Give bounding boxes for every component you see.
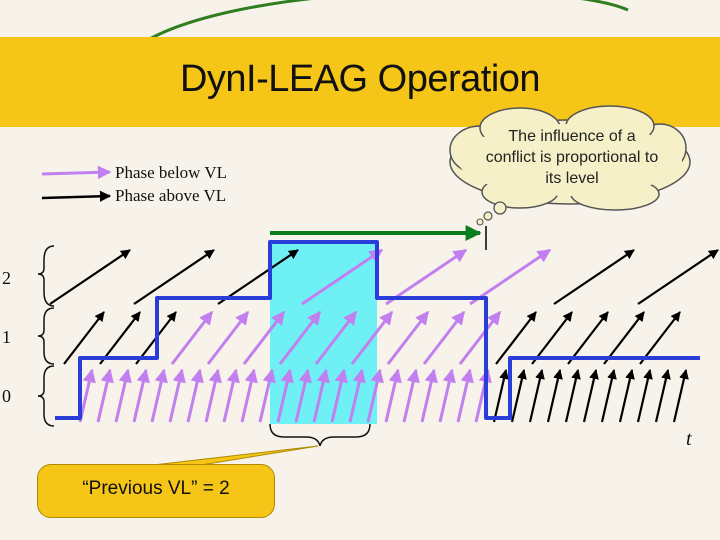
level-2-arrow (385, 248, 468, 306)
level-0-arrow (348, 368, 366, 423)
previous-vl-highlight (270, 242, 377, 424)
level-0-arrow (132, 368, 150, 423)
level-1-arrow (567, 311, 609, 365)
level-1-arrow (350, 310, 394, 365)
level-0-arrow (564, 369, 581, 423)
level-0-arrow (582, 369, 599, 423)
level-1-arrow (531, 311, 573, 365)
legend-above-label: Phase above VL (115, 186, 227, 205)
level-0-arrow (420, 368, 438, 423)
level-0-arrow (258, 368, 276, 423)
level-0-arrow (294, 368, 312, 423)
level-2-arrow (49, 249, 131, 305)
legend-below-label: Phase below VL (115, 163, 228, 182)
level-1-arrow (639, 311, 681, 365)
level-0-arrow (276, 368, 294, 423)
level-0-arrow (438, 368, 456, 423)
level-1-arrow (63, 311, 105, 365)
level-0-arrow (330, 368, 348, 423)
level-0-arrow (186, 368, 204, 423)
previous-vl-brace (269, 423, 371, 447)
level-0-brace (37, 365, 55, 427)
slide-title: DynI-LEAG Operation (179, 58, 541, 100)
level-0-arrow (366, 368, 384, 423)
level-0-arrow (168, 368, 186, 423)
level-0-arrow (204, 368, 222, 423)
level-1-arrow (206, 310, 250, 365)
level-1-arrow (495, 311, 537, 365)
level-1-arrow (314, 310, 358, 365)
level-0-arrow (150, 368, 168, 423)
legend-above-arrow (41, 190, 112, 202)
level-1-arrow (458, 310, 502, 365)
level-2-brace (37, 245, 55, 307)
previous-vl-callout (37, 464, 275, 518)
level-0-arrow (636, 369, 653, 423)
vl-step-line (55, 240, 700, 420)
previous-vl-callout-text: “Previous VL” = 2 (82, 478, 230, 499)
level-0-arrow (240, 368, 258, 423)
legend-below-arrow (41, 165, 112, 180)
level-2-arrow (301, 248, 384, 306)
level-0-arrow (672, 369, 689, 423)
level-0-arrow (618, 369, 635, 423)
level-0-arrow (114, 368, 132, 423)
level-0-arrow (546, 369, 563, 423)
level-1-arrow (386, 310, 430, 365)
thought-cloud (449, 105, 691, 226)
decorative-swoosh (134, 0, 629, 50)
level-0-arrow (222, 368, 240, 423)
level-0-arrow (492, 369, 509, 423)
level-1-arrow (170, 310, 214, 365)
level-2-arrow (469, 248, 552, 306)
level-0-arrow (402, 368, 420, 423)
level-2-arrow (637, 249, 719, 305)
level-1-arrow (242, 310, 286, 365)
level-0-label: 0 (2, 386, 11, 406)
level-0-arrow (528, 369, 545, 423)
level-0-arrow (312, 368, 330, 423)
time-axis-label: t (686, 428, 692, 450)
level-1-arrow (603, 311, 645, 365)
level-2-arrow (133, 249, 215, 305)
level-1-arrow (422, 310, 466, 365)
level-1-brace (37, 307, 55, 365)
level-0-arrow (654, 369, 671, 423)
level-0-arrow (384, 368, 402, 423)
level-1-arrow (278, 310, 322, 365)
cloud-note-text: The influence of a conflict is proportio… (485, 128, 659, 187)
level-0-arrow (510, 369, 527, 423)
level-2-label: 2 (2, 268, 11, 288)
phase-arrows (49, 248, 719, 423)
level-0-arrow (96, 368, 114, 423)
level-2-arrow (553, 249, 635, 305)
level-0-arrow (600, 369, 617, 423)
level-1-label: 1 (2, 327, 11, 347)
level-1-arrow (99, 311, 141, 365)
level-2-arrow (217, 249, 299, 305)
level-0-arrow (456, 368, 474, 423)
